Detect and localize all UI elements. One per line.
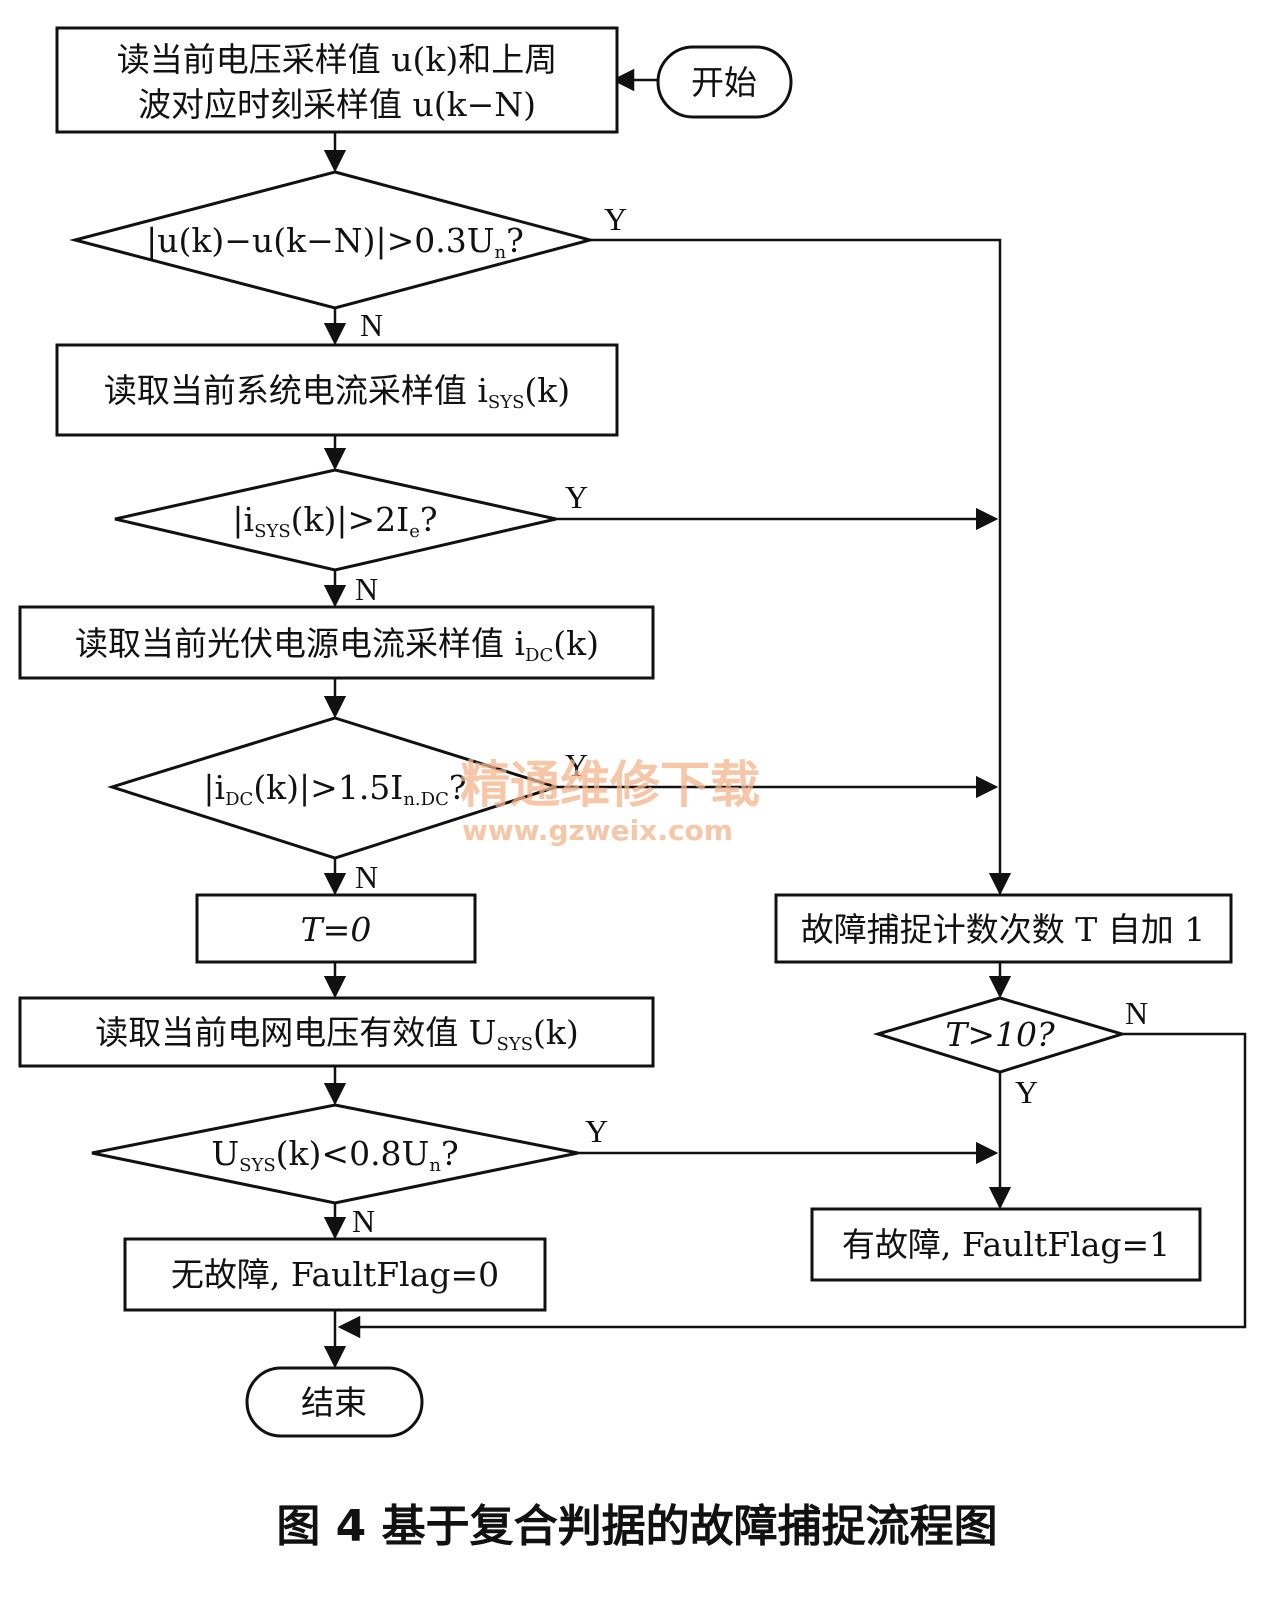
label-yes-t: Y — [1015, 1074, 1038, 1110]
process-read-grid-voltage: 读取当前电网电压有效值 USYS(k) — [18, 996, 655, 1068]
read-voltage-line1: 读当前电压采样值 u(k)和上周 — [117, 40, 558, 79]
decision-grid-voltage: USYS(k)<0.8Un? — [91, 1103, 579, 1205]
process-read-voltage: 读当前电压采样值 u(k)和上周 波对应时刻采样值 u(k−N) — [55, 26, 619, 134]
process-no-fault: 无故障, FaultFlag=0 — [123, 1237, 547, 1312]
cond-grid-label: USYS(k)<0.8Un? — [211, 1134, 458, 1176]
figure-caption: 图 4 基于复合判据的故障捕捉流程图 — [276, 1501, 998, 1552]
line-cond-voltage-yes — [590, 238, 1012, 896]
process-fault: 有故障, FaultFlag=1 — [810, 1207, 1202, 1282]
line-cond-t-no — [337, 1032, 1247, 1339]
start-label: 开始 — [691, 63, 757, 102]
label-no-grid: N — [352, 1203, 375, 1239]
read-dc-current-label: 读取当前光伏电源电流采样值 iDC(k) — [75, 624, 599, 666]
process-increment-t: 故障捕捉计数次数 T 自加 1 — [774, 893, 1233, 964]
flowchart: 开始 读当前电压采样值 u(k)和上周 波对应时刻采样值 u(k−N) |u(k… — [18, 26, 1247, 1438]
cond-dc-current-label: |iDC(k)|>1.5In.DC? — [203, 768, 466, 810]
cond-sys-current-label: |iSYS(k)|>2Ie? — [232, 500, 437, 542]
label-yes-dc: Y — [565, 747, 588, 783]
label-yes-voltage: Y — [604, 201, 627, 237]
cond-voltage-label: |u(k)−u(k−N)|>0.3Un? — [146, 221, 524, 263]
cond-t-label: T>10? — [945, 1015, 1055, 1054]
increment-t-label: 故障捕捉计数次数 T 自加 1 — [801, 910, 1205, 949]
end-label: 结束 — [301, 1383, 367, 1422]
read-voltage-line2: 波对应时刻采样值 u(k−N) — [138, 85, 536, 124]
edge-labels: Y N Y N Y N N Y Y N — [352, 201, 1148, 1239]
reset-t-label: T=0 — [301, 910, 372, 949]
connectors — [323, 68, 1247, 1369]
label-yes-sys: Y — [565, 479, 588, 515]
decision-voltage-jump: |u(k)−u(k−N)|>0.3Un? — [69, 170, 596, 310]
label-no-dc: N — [355, 859, 378, 895]
no-fault-label: 无故障, FaultFlag=0 — [171, 1255, 499, 1294]
label-no-sys: N — [355, 571, 378, 607]
decision-sys-current: |iSYS(k)|>2Ie? — [114, 468, 557, 572]
decision-t-count: T>10? — [872, 996, 1128, 1074]
read-grid-voltage-label: 读取当前电网电压有效值 USYS(k) — [95, 1013, 579, 1055]
start-terminal: 开始 — [656, 45, 793, 119]
end-terminal: 结束 — [245, 1366, 424, 1438]
process-reset-t: T=0 — [195, 893, 477, 964]
fault-label: 有故障, FaultFlag=1 — [842, 1225, 1170, 1264]
watermark-url: www.gzweix.com — [462, 814, 733, 847]
process-read-sys-current: 读取当前系统电流采样值 iSYS(k) — [55, 343, 619, 437]
read-sys-current-label: 读取当前系统电流采样值 iSYS(k) — [104, 371, 570, 413]
process-read-dc-current: 读取当前光伏电源电流采样值 iDC(k) — [18, 605, 655, 680]
decision-dc-current: |iDC(k)|>1.5In.DC? — [106, 716, 561, 860]
watermark-title: 精通维修下载 — [460, 756, 760, 814]
label-no-voltage: N — [360, 307, 383, 343]
label-yes-grid: Y — [585, 1113, 608, 1149]
label-no-t: N — [1125, 995, 1148, 1031]
watermark: 精通维修下载 www.gzweix.com — [460, 756, 760, 847]
